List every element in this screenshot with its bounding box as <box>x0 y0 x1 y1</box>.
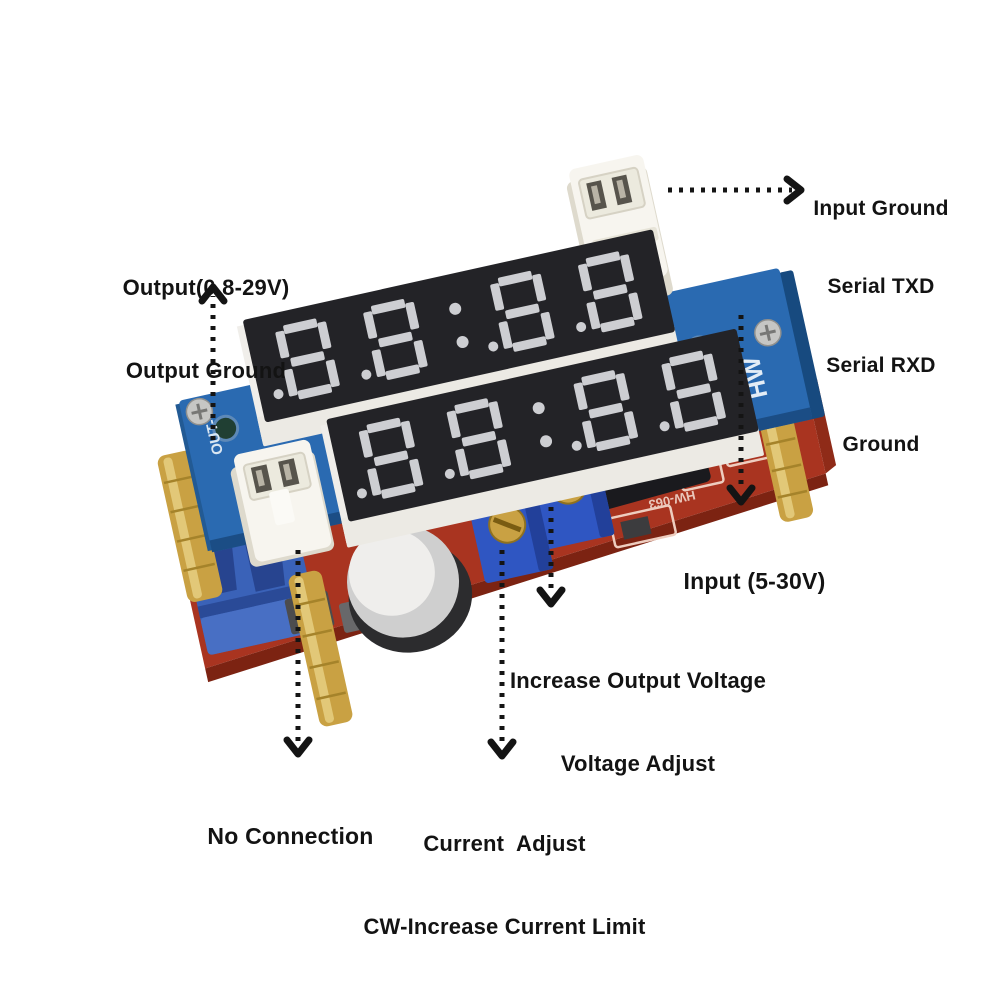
display-bottom <box>320 329 764 548</box>
arrow-head-serial <box>783 175 805 205</box>
annotation-line: No Connection <box>207 822 374 849</box>
brass-standoff-middle <box>288 570 353 727</box>
connector-pin <box>282 463 293 481</box>
decimal-dot <box>659 421 670 432</box>
capacitor-top <box>348 529 435 616</box>
arrow-head-current-adjust <box>487 738 517 760</box>
display-base <box>341 426 764 548</box>
connector-pin <box>590 185 601 205</box>
decimal-dot <box>488 341 499 352</box>
annotation-line: Ground <box>842 432 920 456</box>
annotation-line: Serial RXD <box>826 354 936 377</box>
decimal-dot <box>576 321 587 332</box>
display-top-digits <box>273 249 644 402</box>
display-bottom-digits <box>356 348 728 501</box>
connector-pin <box>255 469 265 487</box>
mounting-screw <box>185 397 214 426</box>
annotation-line: Input Ground <box>813 196 949 220</box>
arrow-head-output <box>198 283 228 305</box>
display-face <box>243 229 675 423</box>
screw-slot <box>492 517 522 533</box>
display-face <box>326 329 759 522</box>
current-adjust-annotation: Current Adjust CW-Increase Current Limit <box>352 775 657 968</box>
annotation-line: Output Ground <box>125 357 287 383</box>
decimal-dot <box>571 440 582 451</box>
display-side <box>320 423 356 543</box>
annotation-line: Serial TXD <box>827 275 935 299</box>
mounting-screw <box>754 318 782 347</box>
arrow-head-no-connection <box>283 736 313 758</box>
no-connection-annotation: No Connection <box>188 764 393 879</box>
arrow-head-voltage-adjust <box>536 586 566 608</box>
display-side <box>236 324 272 444</box>
output-annotation: Output(0.8-29V) Output Ground <box>88 219 324 412</box>
colon-dot <box>456 336 469 349</box>
decimal-dot <box>361 369 372 380</box>
mounting-hole <box>212 414 240 442</box>
decimal-dot <box>273 389 284 400</box>
annotation-line: CW-Increase Current Limit <box>363 913 646 939</box>
nc-connector-2pin <box>230 439 335 567</box>
annotation-line: Current Adjust <box>423 831 586 856</box>
annotation-arrows <box>198 175 805 760</box>
connector-latch <box>269 488 295 526</box>
input-annotation: Input (5-30V) <box>652 509 857 624</box>
serial-annotation: Input Ground Serial TXD Serial RXD Groun… <box>786 143 976 484</box>
annotation-line: Input (5-30V) <box>683 567 826 594</box>
connector-pin <box>616 179 627 199</box>
annotation-line: Increase Output Voltage <box>509 668 767 693</box>
arrow-head-input <box>726 484 756 506</box>
colon-dot <box>532 402 545 415</box>
voltage-adjust-annotation: Increase Output Voltage Voltage Adjust <box>503 612 773 805</box>
electrolytic-capacitor <box>347 525 473 653</box>
colon-dot <box>449 302 462 315</box>
brass-standoff-left <box>157 450 223 602</box>
smd-component <box>620 516 652 540</box>
blue-pcb-right-edge <box>778 270 825 419</box>
decimal-dot <box>356 488 367 499</box>
converter-module: HW-063 <box>157 155 837 727</box>
terminal-divider <box>197 581 312 619</box>
decimal-dot <box>444 468 455 479</box>
annotation-line: Voltage Adjust <box>560 750 716 776</box>
annotation-line: Output(0.8-29V) <box>122 275 290 300</box>
colon-dot <box>540 435 553 448</box>
